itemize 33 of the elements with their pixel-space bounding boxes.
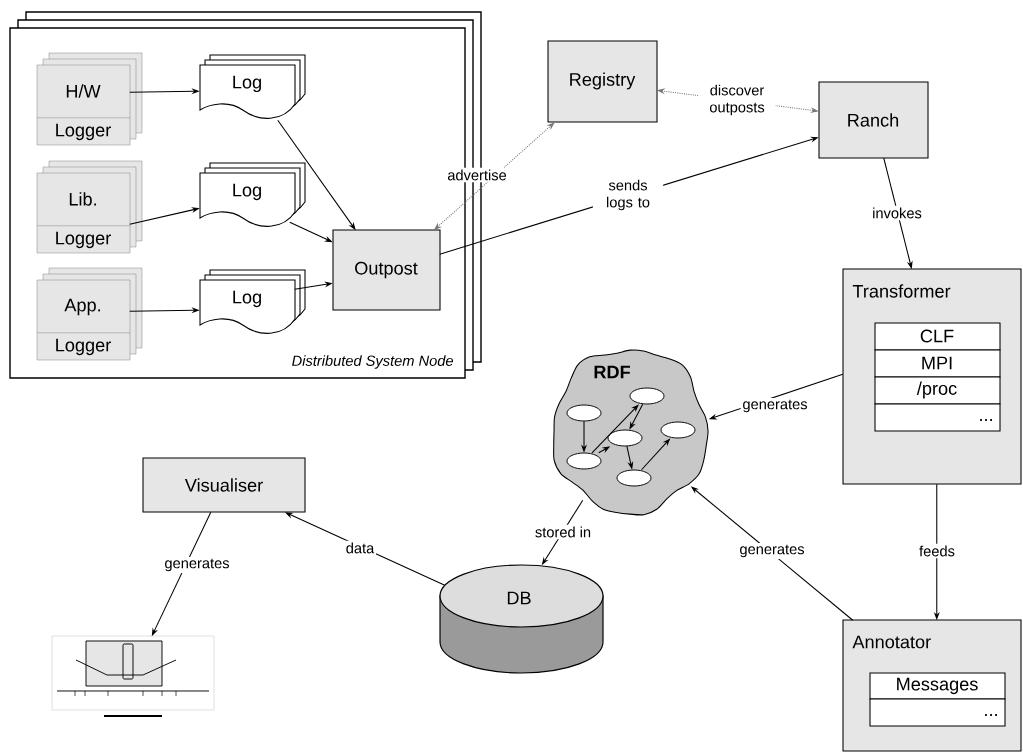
- graph-node: [660, 421, 696, 439]
- process-box: Visualiser: [142, 457, 306, 513]
- edge-label: invokes: [870, 205, 924, 221]
- logger-box: App. Logger: [36, 267, 143, 361]
- edge-label: stored in: [533, 524, 593, 540]
- graph-node: [629, 387, 665, 405]
- logger-box: H/W Logger: [36, 52, 143, 146]
- edge-label: generates: [740, 398, 810, 414]
- table-row: ...: [869, 698, 1006, 727]
- edge-label: feeds: [917, 543, 957, 559]
- table-row: CLF: [874, 322, 1001, 351]
- edge-label: data: [344, 540, 376, 556]
- edge-label: sends logs to: [592, 177, 664, 213]
- process-box: Ranch: [818, 81, 929, 159]
- edge-label: generates: [162, 557, 232, 573]
- edge-label: discover outposts: [698, 82, 776, 118]
- graph-node: [566, 452, 602, 470]
- graph-node: [607, 429, 643, 447]
- log-document: Log: [199, 54, 306, 119]
- table-row: /proc: [874, 376, 1001, 405]
- log-document: Log: [199, 269, 306, 334]
- graph-node: [616, 469, 652, 487]
- table-row: ...: [874, 403, 1001, 432]
- database-cylinder: DB: [439, 564, 604, 674]
- table-row: MPI: [874, 349, 1001, 378]
- table-row: Messages: [869, 672, 1006, 700]
- graph-node: [566, 404, 602, 422]
- logger-box: Lib. Logger: [36, 160, 143, 254]
- process-box: Outpost: [332, 229, 441, 311]
- log-document: Log: [199, 162, 306, 227]
- chart-drawing: [51, 635, 215, 717]
- process-box: Registry: [547, 40, 658, 123]
- edge-label: generates: [737, 543, 807, 559]
